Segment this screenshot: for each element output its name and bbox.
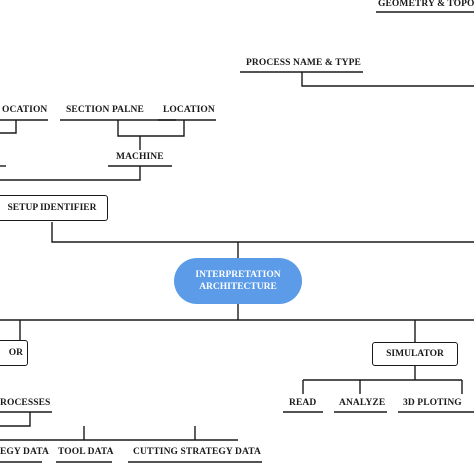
geometry-topology-node: GEOMETRY & TOPO (378, 0, 474, 9)
location-node: LOCATION (163, 105, 215, 115)
plotting-3d-node: 3D PLOTING (403, 398, 462, 408)
section-plane-node: SECTION PALNE (66, 105, 144, 115)
read-node: READ (289, 398, 317, 408)
analyze-node: ANALYZE (339, 398, 386, 408)
machine-node: MACHINE (116, 152, 164, 162)
cutting-strategy-data-node: CUTTING STRATEGY DATA (133, 447, 261, 457)
center-label-line2: ARCHITECTURE (199, 282, 277, 292)
strategy-data-node: EGY DATA (0, 447, 49, 457)
process-name-type-node: PROCESS NAME & TYPE (246, 58, 361, 68)
location-left-node: OCATION (2, 105, 48, 115)
tool-data-node: TOOL DATA (58, 447, 114, 457)
setup-identifier-node: SETUP IDENTIFIER (0, 195, 108, 221)
interpretation-architecture-node: INTERPRETATION ARCHITECTURE (174, 258, 302, 304)
simulator-node: SIMULATOR (372, 342, 458, 366)
processes-node: ROCESSES (0, 398, 51, 408)
left-branch-node: OR (0, 340, 28, 366)
center-label-line1: INTERPRETATION (195, 270, 281, 280)
